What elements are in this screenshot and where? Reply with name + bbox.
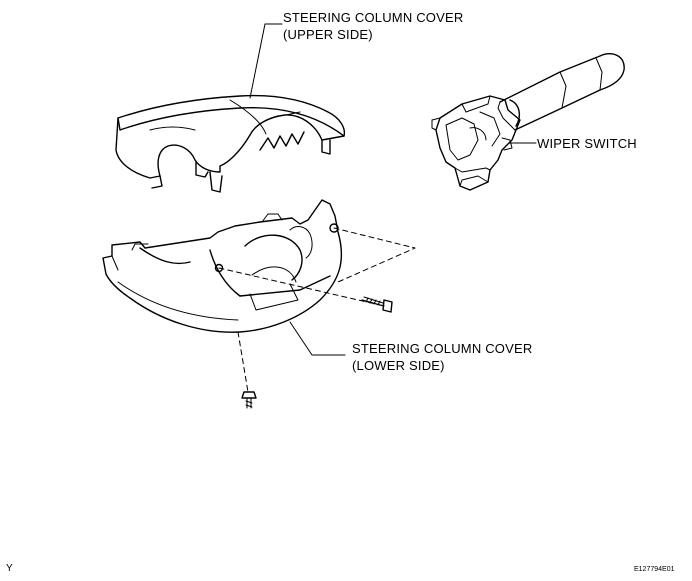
- upper-cover-label-line2: (UPPER SIDE): [283, 27, 373, 42]
- figure-code: E127794E01: [634, 566, 675, 573]
- wiper-switch-assembly: [431, 52, 625, 191]
- upper-cover-label-line1: STEERING COLUMN COVER: [283, 10, 464, 25]
- corner-mark: Y: [6, 563, 13, 574]
- screw-bottom: [241, 391, 257, 409]
- alignment-guides: [218, 227, 416, 393]
- lower-column-cover: [102, 199, 343, 333]
- lower-cover-label-line2: (LOWER SIDE): [352, 358, 445, 373]
- wiper-switch-label: WIPER SWITCH: [537, 136, 637, 151]
- screw-right: [361, 296, 393, 313]
- upper-column-cover: [115, 94, 346, 193]
- lower-cover-label-line1: STEERING COLUMN COVER: [352, 341, 533, 356]
- leader-lines: [249, 23, 537, 356]
